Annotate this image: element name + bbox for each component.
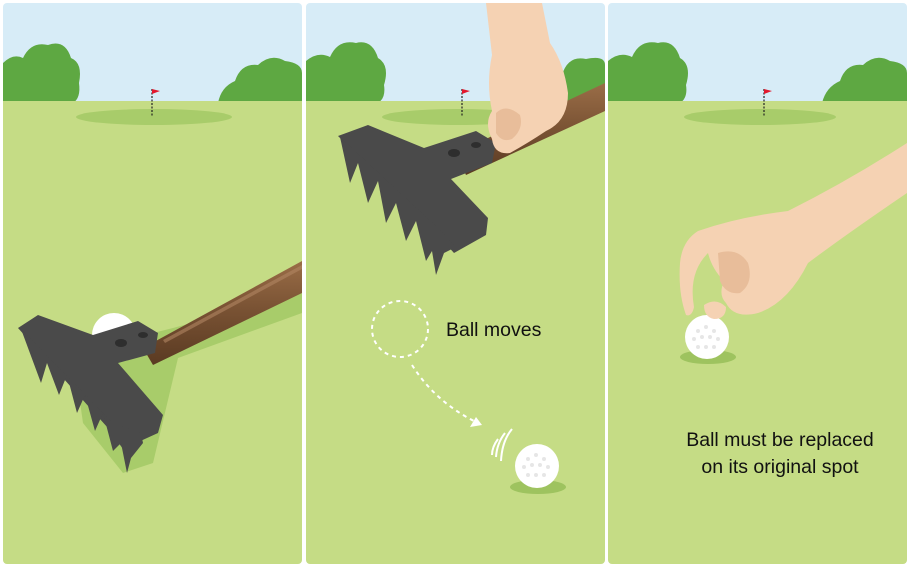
golf-ball-icon xyxy=(515,444,559,488)
panel-ball-replaced: Ball must be replaced on its original sp… xyxy=(608,3,907,564)
panel-ball-moves: Ball moves xyxy=(306,3,605,564)
replace-caption: Ball must be replaced on its original sp… xyxy=(650,427,907,481)
putting-green xyxy=(684,109,836,125)
fairway xyxy=(608,101,907,564)
replace-caption-line-1: Ball must be replaced xyxy=(650,427,907,454)
ball-moves-caption: Ball moves xyxy=(446,317,541,344)
panel-rake-near-ball xyxy=(3,3,302,564)
replace-caption-line-2: on its original spot xyxy=(650,454,907,481)
putting-green xyxy=(76,109,232,125)
golf-ball-icon xyxy=(685,315,729,359)
